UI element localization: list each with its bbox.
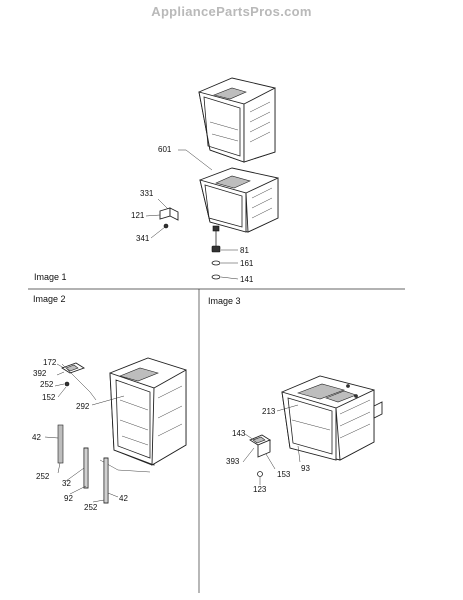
hinge-assembly — [54, 362, 125, 406]
callout-213: 213 — [262, 407, 276, 416]
callout-81: 81 — [240, 246, 249, 255]
side-rails — [44, 424, 119, 504]
image-3-label: Image 3 — [208, 296, 241, 306]
image-2-assembly: 172 392 252 152 292 42 252 32 92 252 42 — [32, 357, 187, 512]
callout-141: 141 — [240, 275, 254, 284]
image-3-assembly: 213 143 393 153 93 123 — [226, 375, 383, 494]
lower-drawer-housing — [199, 167, 279, 246]
callout-123: 123 — [253, 485, 267, 494]
callout-42-a: 42 — [32, 433, 41, 442]
callout-393: 393 — [226, 457, 240, 466]
callout-93: 93 — [301, 464, 310, 473]
callout-341: 341 — [136, 234, 150, 243]
callout-392: 392 — [33, 369, 47, 378]
image-3-bracket — [242, 433, 276, 485]
image-1-assembly: 601 331 121 341 81 161 141 — [131, 77, 279, 284]
upper-drawer-housing — [198, 77, 276, 163]
callout-252-c: 252 — [84, 503, 98, 512]
image-2-label: Image 2 — [33, 294, 66, 304]
callout-252-b: 252 — [36, 472, 50, 481]
callout-252-a: 252 — [40, 380, 54, 389]
image-1-label: Image 1 — [34, 272, 67, 282]
callout-153: 153 — [277, 470, 291, 479]
callout-152: 152 — [42, 393, 56, 402]
callout-331: 331 — [140, 189, 154, 198]
callout-92: 92 — [64, 494, 73, 503]
callout-292: 292 — [76, 402, 90, 411]
watermark-text: AppliancePartsPros.com — [151, 4, 312, 19]
callout-172: 172 — [43, 358, 57, 367]
callout-121: 121 — [131, 211, 145, 220]
callout-42-b: 42 — [119, 494, 128, 503]
callout-161: 161 — [240, 259, 254, 268]
image-3-housing — [276, 375, 383, 463]
callout-601: 601 — [158, 145, 172, 154]
callout-32: 32 — [62, 479, 71, 488]
bracket-part — [145, 198, 179, 239]
image-2-housing — [99, 357, 187, 473]
caster-parts — [211, 245, 239, 280]
callout-143: 143 — [232, 429, 246, 438]
